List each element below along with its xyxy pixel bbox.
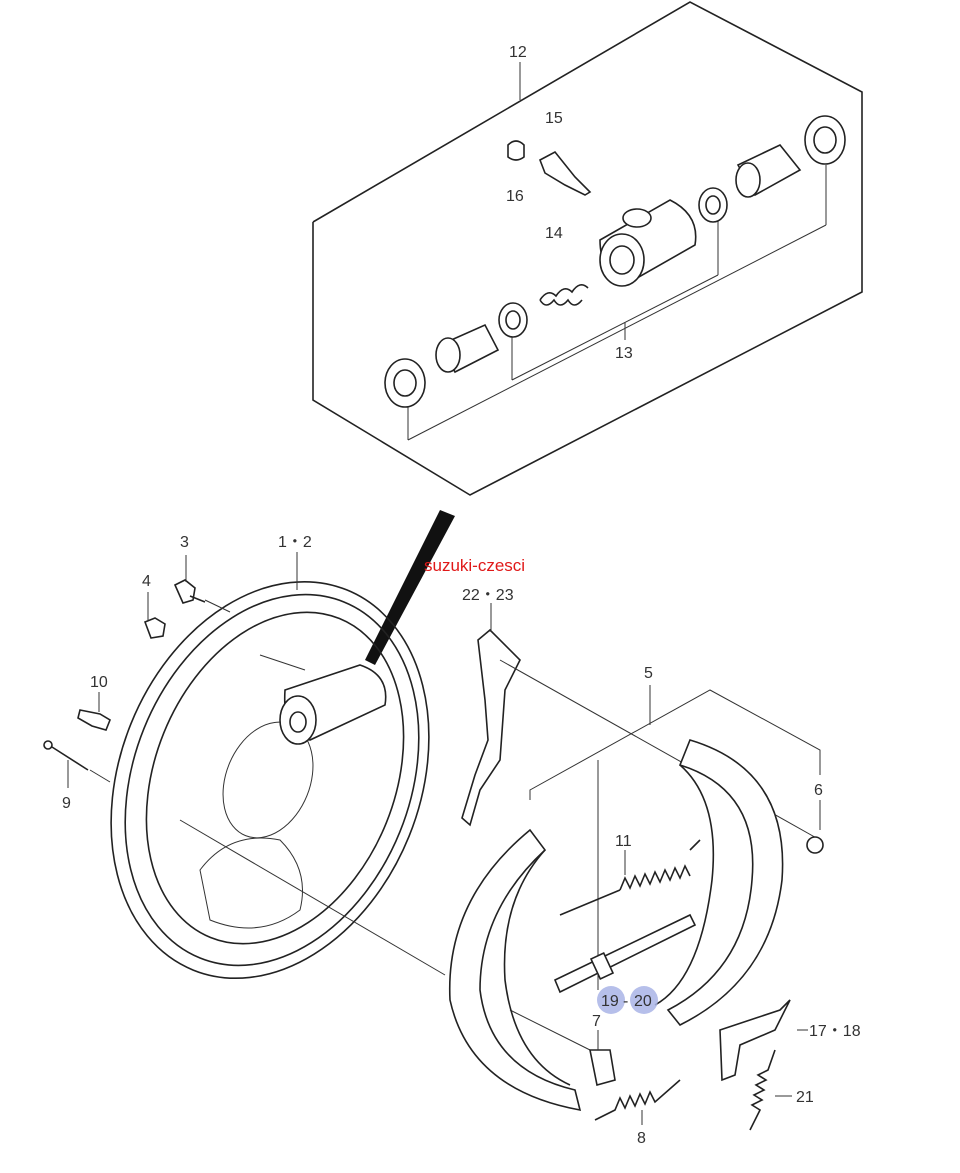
label-separator: - [623, 993, 628, 1010]
parking-lever [461, 628, 521, 827]
label-16[interactable]: 16 [506, 188, 524, 205]
cylinder-parts [384, 115, 846, 408]
watermark: suzuki-czesci [424, 556, 525, 575]
brake-shoes [448, 739, 784, 1112]
springs [553, 800, 824, 1131]
label-7[interactable]: 7 [592, 1013, 601, 1030]
label-19[interactable]: 19 [601, 993, 619, 1010]
label-4[interactable]: 4 [142, 573, 151, 590]
label-10[interactable]: 10 [90, 674, 108, 691]
pointer-arrow [365, 510, 455, 665]
label-13[interactable]: 13 [615, 345, 633, 362]
backing-plate [110, 580, 446, 980]
cylinder-kit-box [312, 1, 863, 496]
label-15[interactable]: 15 [545, 110, 563, 127]
label-22-23[interactable]: 22・23 [462, 587, 514, 604]
label-1-2[interactable]: 1・2 [278, 534, 312, 551]
label-5[interactable]: 5 [644, 665, 653, 682]
bolts [43, 552, 298, 788]
label-8[interactable]: 8 [637, 1130, 646, 1147]
highlight-20 [630, 986, 658, 1014]
label-9[interactable]: 9 [62, 795, 71, 812]
label-3[interactable]: 3 [180, 534, 189, 551]
label-21[interactable]: 21 [796, 1089, 814, 1106]
label-17-18[interactable]: 17・18 [809, 1023, 861, 1040]
label-6[interactable]: 6 [814, 782, 823, 799]
label-14[interactable]: 14 [545, 225, 563, 242]
highlight-19 [597, 986, 625, 1014]
label-11[interactable]: 11 [615, 833, 632, 850]
label-12[interactable]: 12 [509, 44, 527, 61]
label-20[interactable]: 20 [634, 993, 652, 1010]
